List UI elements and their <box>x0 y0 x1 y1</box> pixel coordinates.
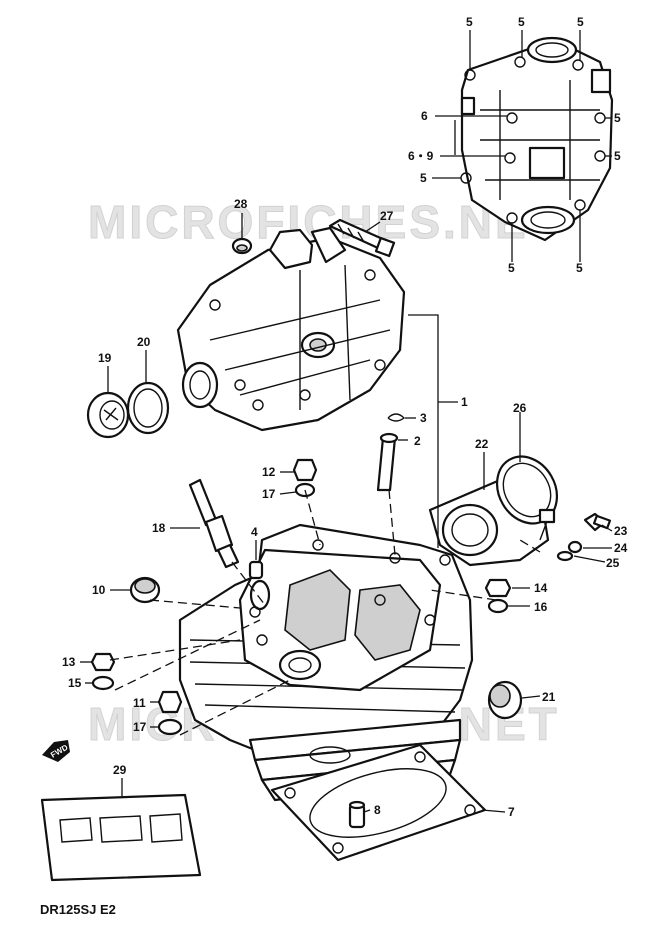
callout-20: 20 <box>137 335 151 349</box>
cylinder-head-cover <box>176 226 406 432</box>
callout-7: 7 <box>508 805 515 819</box>
callout-10: 10 <box>92 583 106 597</box>
callout-labels: 5 5 5 6 5 6・9 5 5 5 5 28 27 19 20 1 3 2 … <box>62 15 628 819</box>
callout-5: 5 <box>576 261 583 275</box>
callout-5: 5 <box>466 15 473 29</box>
callout-18: 18 <box>152 521 166 535</box>
spark-plug-18 <box>188 478 240 569</box>
callout-5: 5 <box>614 149 621 163</box>
callout-4: 4 <box>251 525 258 539</box>
callout-3: 3 <box>420 411 427 425</box>
main-leaders <box>80 213 613 813</box>
model-code: DR125SJ E2 <box>40 902 116 917</box>
gasket-set-29 <box>40 793 202 882</box>
bolt-27 <box>328 218 396 258</box>
cylinder-head <box>178 523 474 772</box>
callout-6-9: 6・9 <box>408 149 434 163</box>
plug-21 <box>487 680 523 720</box>
callout-26: 26 <box>513 401 527 415</box>
callout-5: 5 <box>508 261 515 275</box>
cap-10 <box>129 576 161 604</box>
inset-leaders <box>432 30 612 262</box>
callout-5: 5 <box>420 171 427 185</box>
callout-5: 5 <box>518 15 525 29</box>
dowel-pin-8 <box>348 800 366 829</box>
dowel-pin-4 <box>248 560 264 580</box>
nut-12 <box>292 458 318 482</box>
callout-29: 29 <box>113 763 127 777</box>
nut-14 <box>484 578 512 598</box>
callout-6: 6 <box>421 109 428 123</box>
callout-13: 13 <box>62 655 76 669</box>
fwd-arrow: FWD <box>42 740 70 762</box>
washer-25 <box>556 550 574 562</box>
callout-5: 5 <box>614 111 621 125</box>
callout-2: 2 <box>414 434 421 448</box>
circlip-3 <box>387 413 406 422</box>
callout-8: 8 <box>374 803 381 817</box>
callout-17: 17 <box>262 487 276 501</box>
bolt-23 <box>583 512 612 532</box>
nut-13 <box>90 652 116 672</box>
callout-12: 12 <box>262 465 276 479</box>
callout-25: 25 <box>606 556 620 570</box>
callout-19: 19 <box>98 351 112 365</box>
nut-11 <box>157 690 183 714</box>
callout-15: 15 <box>68 676 82 690</box>
washer-15 <box>91 675 115 691</box>
callout-11: 11 <box>133 696 146 710</box>
cap-19 <box>86 391 130 439</box>
washer-28 <box>231 237 253 255</box>
callout-27: 27 <box>380 209 394 223</box>
callout-1: 1 <box>461 395 468 409</box>
valve-guide-2 <box>376 432 399 492</box>
callout-22: 22 <box>475 437 489 451</box>
callout-28: 28 <box>234 197 248 211</box>
washer-17-lower <box>157 718 183 736</box>
washer-16 <box>487 598 509 614</box>
head-cover-underside-inset <box>460 36 614 242</box>
callout-24: 24 <box>614 541 628 555</box>
washer-24 <box>567 540 583 554</box>
callout-14: 14 <box>534 581 548 595</box>
o-ring-20 <box>126 381 170 435</box>
callout-17: 17 <box>133 720 147 734</box>
callout-5: 5 <box>577 15 584 29</box>
callout-23: 23 <box>614 524 628 538</box>
clamp-26 <box>495 455 559 525</box>
callout-21: 21 <box>542 690 556 704</box>
callout-16: 16 <box>534 600 548 614</box>
